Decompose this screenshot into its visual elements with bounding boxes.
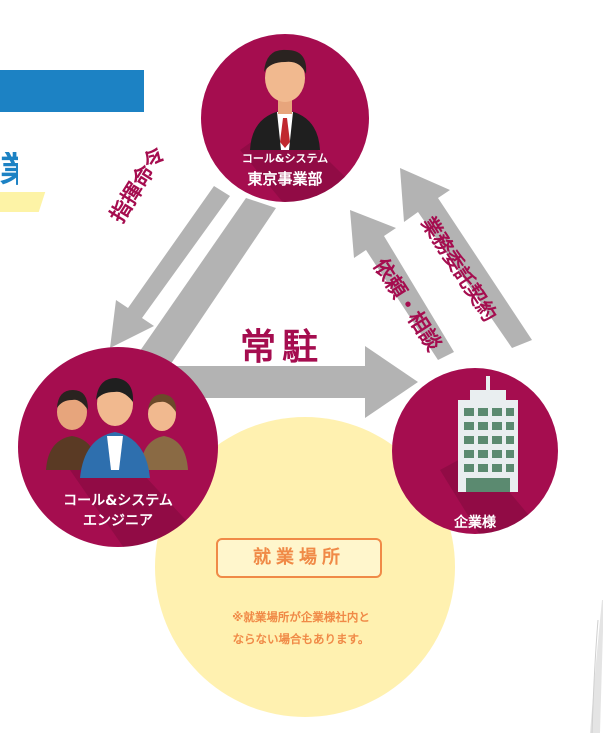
businessman-icon (250, 49, 320, 150)
workplace-title-box: 就業場所 (216, 538, 382, 578)
workplace-note-line2: ならない場合もあります。 (232, 632, 370, 646)
company-label: 企業様 (454, 515, 496, 531)
partial-heading-glyph: 業 (0, 149, 37, 190)
heading-banner (0, 70, 144, 112)
engineer-group-icon (46, 378, 188, 478)
engineer-label-line1: コール&システム (63, 493, 173, 509)
office-building-icon (458, 376, 518, 492)
tokyo-label-line2: 東京事業部 (247, 170, 323, 188)
workplace-note-line1: ※就業場所が企業様社内と (232, 610, 370, 624)
engineer-label-line2: エンジニア (83, 513, 153, 529)
request-arrow (350, 210, 454, 360)
dispatch-arrow (148, 346, 418, 418)
triangle-left-edge (124, 198, 276, 380)
contract-arrow (400, 168, 532, 348)
command-arrow (110, 186, 230, 348)
dispatch-label: 常駐 (240, 327, 325, 368)
engineer-node (18, 347, 218, 547)
paper-edge-decoration (590, 600, 603, 733)
workplace-note: ※就業場所が企業様社内と ならない場合もあります。 (208, 606, 394, 650)
tokyo-label-line1: コール&システム (241, 152, 329, 165)
